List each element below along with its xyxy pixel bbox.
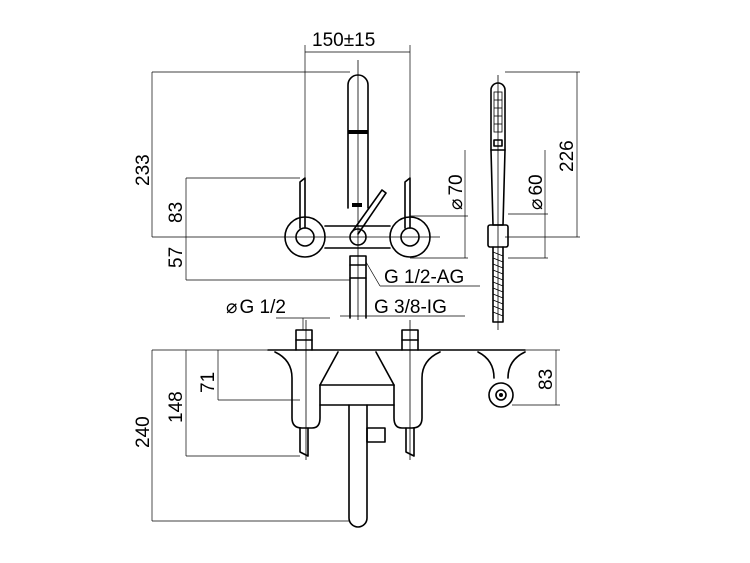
dim-dia-60: ⌀60 — [526, 174, 547, 210]
dim-150: 150±15 — [312, 30, 375, 51]
dim-71: 71 — [198, 372, 219, 393]
label-g12-ag: G 1/2-AG — [384, 267, 464, 288]
side-view-dimensions: 240 148 71 83 — [133, 349, 560, 522]
dim-57: 57 — [166, 247, 187, 268]
dim-233: 233 — [133, 154, 154, 186]
side-view: ⌀G 1/2 — [226, 297, 526, 528]
label-g12: ⌀G 1/2 — [226, 297, 286, 318]
label-g38-ig: G 3/8-IG — [374, 297, 447, 318]
dim-240: 240 — [133, 416, 154, 448]
dim-83-left: 83 — [166, 202, 187, 223]
hand-shower-dimensions: 226 ⌀60 — [505, 71, 580, 259]
dim-148: 148 — [166, 391, 187, 423]
front-view: 150±15 233 83 — [133, 30, 480, 320]
hand-shower-front — [487, 75, 509, 330]
dim-83-right: 83 — [536, 369, 557, 390]
dim-226: 226 — [557, 140, 578, 172]
dim-dia-70: ⌀70 — [446, 174, 467, 210]
